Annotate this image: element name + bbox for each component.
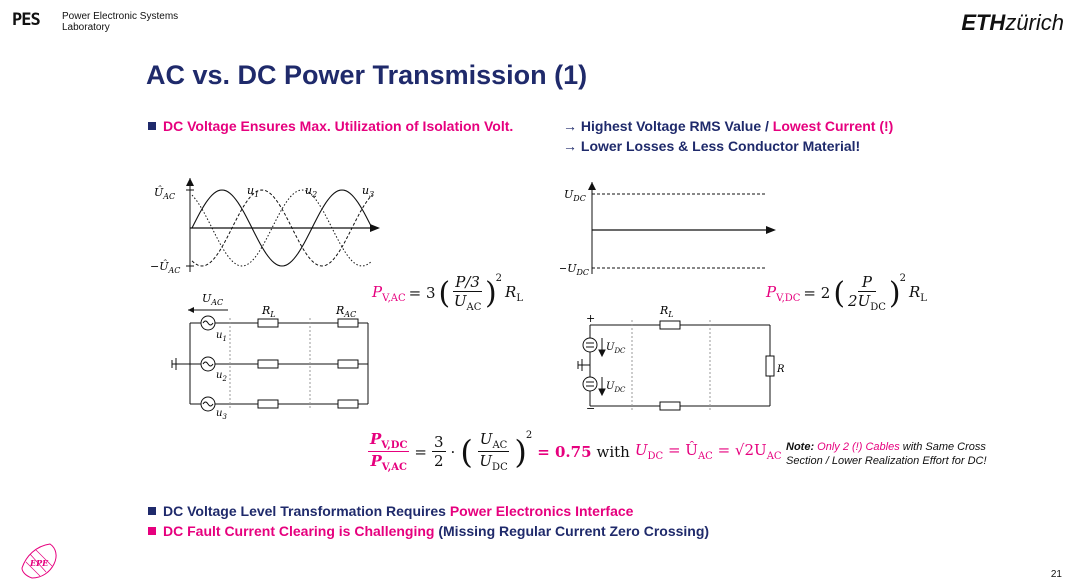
dc-rl-top [659,320,681,330]
formula-dc-exp: 2 [899,273,906,284]
ac-resistors [257,318,359,409]
ac-src3-label: u3 [216,408,227,420]
formula-ac-frac: P/3 UAC [453,273,482,313]
dc-minus: − [586,402,595,415]
ratio-condition: UDC = ÛAC = √2UAC [634,441,782,462]
slide-title: AC vs. DC Power Transmission (1) [146,60,588,90]
ratio-result: = 0.75 [537,442,592,461]
paren-close: ) [484,275,497,311]
dc-dashed-markers [631,320,711,411]
ac-waveform-plot: ÛAC −ÛAC u1 u2 u3 [150,178,380,275]
formula-dc-lhs: PV,DC [766,282,801,304]
ac-rac-3 [337,399,359,409]
ac-curve-u1 [191,189,373,267]
dc-y-arrow [588,182,596,190]
dc-circuit: RL + − UDC UDC [577,304,784,415]
ac-dashed-markers [229,318,311,410]
formula-dc-tail: RL [908,282,927,304]
dc-source-top [582,337,598,353]
pes-logo: PES [12,10,41,30]
arrow-line-1: → Highest Voltage RMS Value / Lowest Cur… [563,118,893,134]
formula-ac-exp: 2 [495,273,503,284]
lab-name-line1: Power Electronic Systems [62,11,179,22]
ratio-lhs: PV,DC PV,AC [368,430,410,473]
dc-source-arrows [598,338,606,397]
eth-logo: ETHzürich [961,10,1064,36]
dc-y-top-label: UDC [564,188,586,203]
formula-ac-tail: RL [505,282,523,304]
ac-rl-label: RL [261,304,276,319]
lab-name: Power Electronic Systems Laboratory [62,11,178,33]
dc-x-arrow [766,226,776,234]
dc-rl-label: RL [659,304,674,319]
dc-wires [577,324,771,407]
ac-circuit: UAC RL RAC [171,292,369,420]
ac-y-bottom-label: −ÛAC [150,259,180,275]
bullet-1-text: DC Voltage Ensures Max. Utilization of I… [163,118,514,134]
epe-logo: EPE [21,543,57,579]
bullet-2: DC Voltage Level Transformation Requires… [148,503,633,519]
ac-x-arrow [370,224,380,232]
ac-rl-3 [257,399,279,409]
formula-dc-frac: P 2UDC [848,273,886,313]
ac-src1-label: u1 [216,330,227,343]
dc-resistors [659,320,775,411]
formula-ac: PV,AC = 3 ( P/3 UAC ) 2 RL [372,273,523,313]
arrow-1-emph: Lowest Current (!) [772,118,894,134]
eth-bold: ETH [961,10,1006,35]
ratio-inner-frac: UAC UDC [477,430,510,473]
dc-source-symbols [586,342,594,387]
bullet-3: DC Fault Current Clearing is Challenging… [148,523,709,539]
note-text: Note: Only 2 (!) Cables with Same Cross … [786,441,987,467]
ratio-formula: PV,DC PV,AC = 3 2 · ( UAC UDC ) 2 = 0.75… [368,430,782,473]
ac-u2-label: u2 [305,184,317,199]
dc-source-bottom [582,376,598,392]
ac-rac-label: RAC [335,304,356,319]
formula-ac-eq: = 3 [408,284,436,302]
ratio-with: with [596,442,630,461]
eth-zurich: zürich [1005,10,1064,35]
dc-rdc-load [765,355,775,377]
arrow-line-2: → Lower Losses & Less Conductor Material… [563,138,861,154]
formula-dc-eq: = 2 [803,284,831,302]
svg-text:EPE: EPE [29,558,49,568]
page-number: 21 [1050,569,1062,580]
bullet-1: DC Voltage Ensures Max. Utilization of I… [148,118,513,134]
paren-open: ( [438,275,451,311]
bullet-square [148,122,156,130]
dc-src-bottom-label: UDC [606,381,626,394]
lab-name-line2: Laboratory [62,22,110,33]
ac-rl-2 [257,359,279,369]
ac-source-tildes [202,320,214,407]
ac-y-arrow [186,178,194,186]
ac-src2-label: u2 [216,370,227,383]
arrow-1-text: → Highest Voltage RMS Value / [563,118,773,134]
ac-curve-u3 [191,189,373,267]
ac-rac-1 [337,318,359,328]
ac-rl-1 [257,318,279,328]
dc-rl-bottom [659,401,681,411]
dc-waveform-plot: UDC −UDC [560,182,776,276]
ac-rac-2 [337,359,359,369]
dc-plus: + [586,312,595,325]
ac-u1-label: u1 [247,184,259,199]
dc-sources [582,337,598,392]
formula-dc: PV,DC = 2 ( P 2UDC ) 2 RL [766,273,927,313]
formula-ac-lhs: PV,AC [372,282,406,304]
dc-rdc-label: RDC [776,364,784,377]
ac-voltage-label: UAC [202,292,223,307]
dc-y-bottom-label: −UDC [560,262,589,276]
dc-src-top-label: UDC [606,342,626,355]
ac-voltage-arrowhead [188,307,194,313]
ac-y-top-label: ÛAC [154,185,175,201]
ac-u3-label: u3 [362,184,374,199]
ratio-three-halves: 3 2 [431,433,446,470]
